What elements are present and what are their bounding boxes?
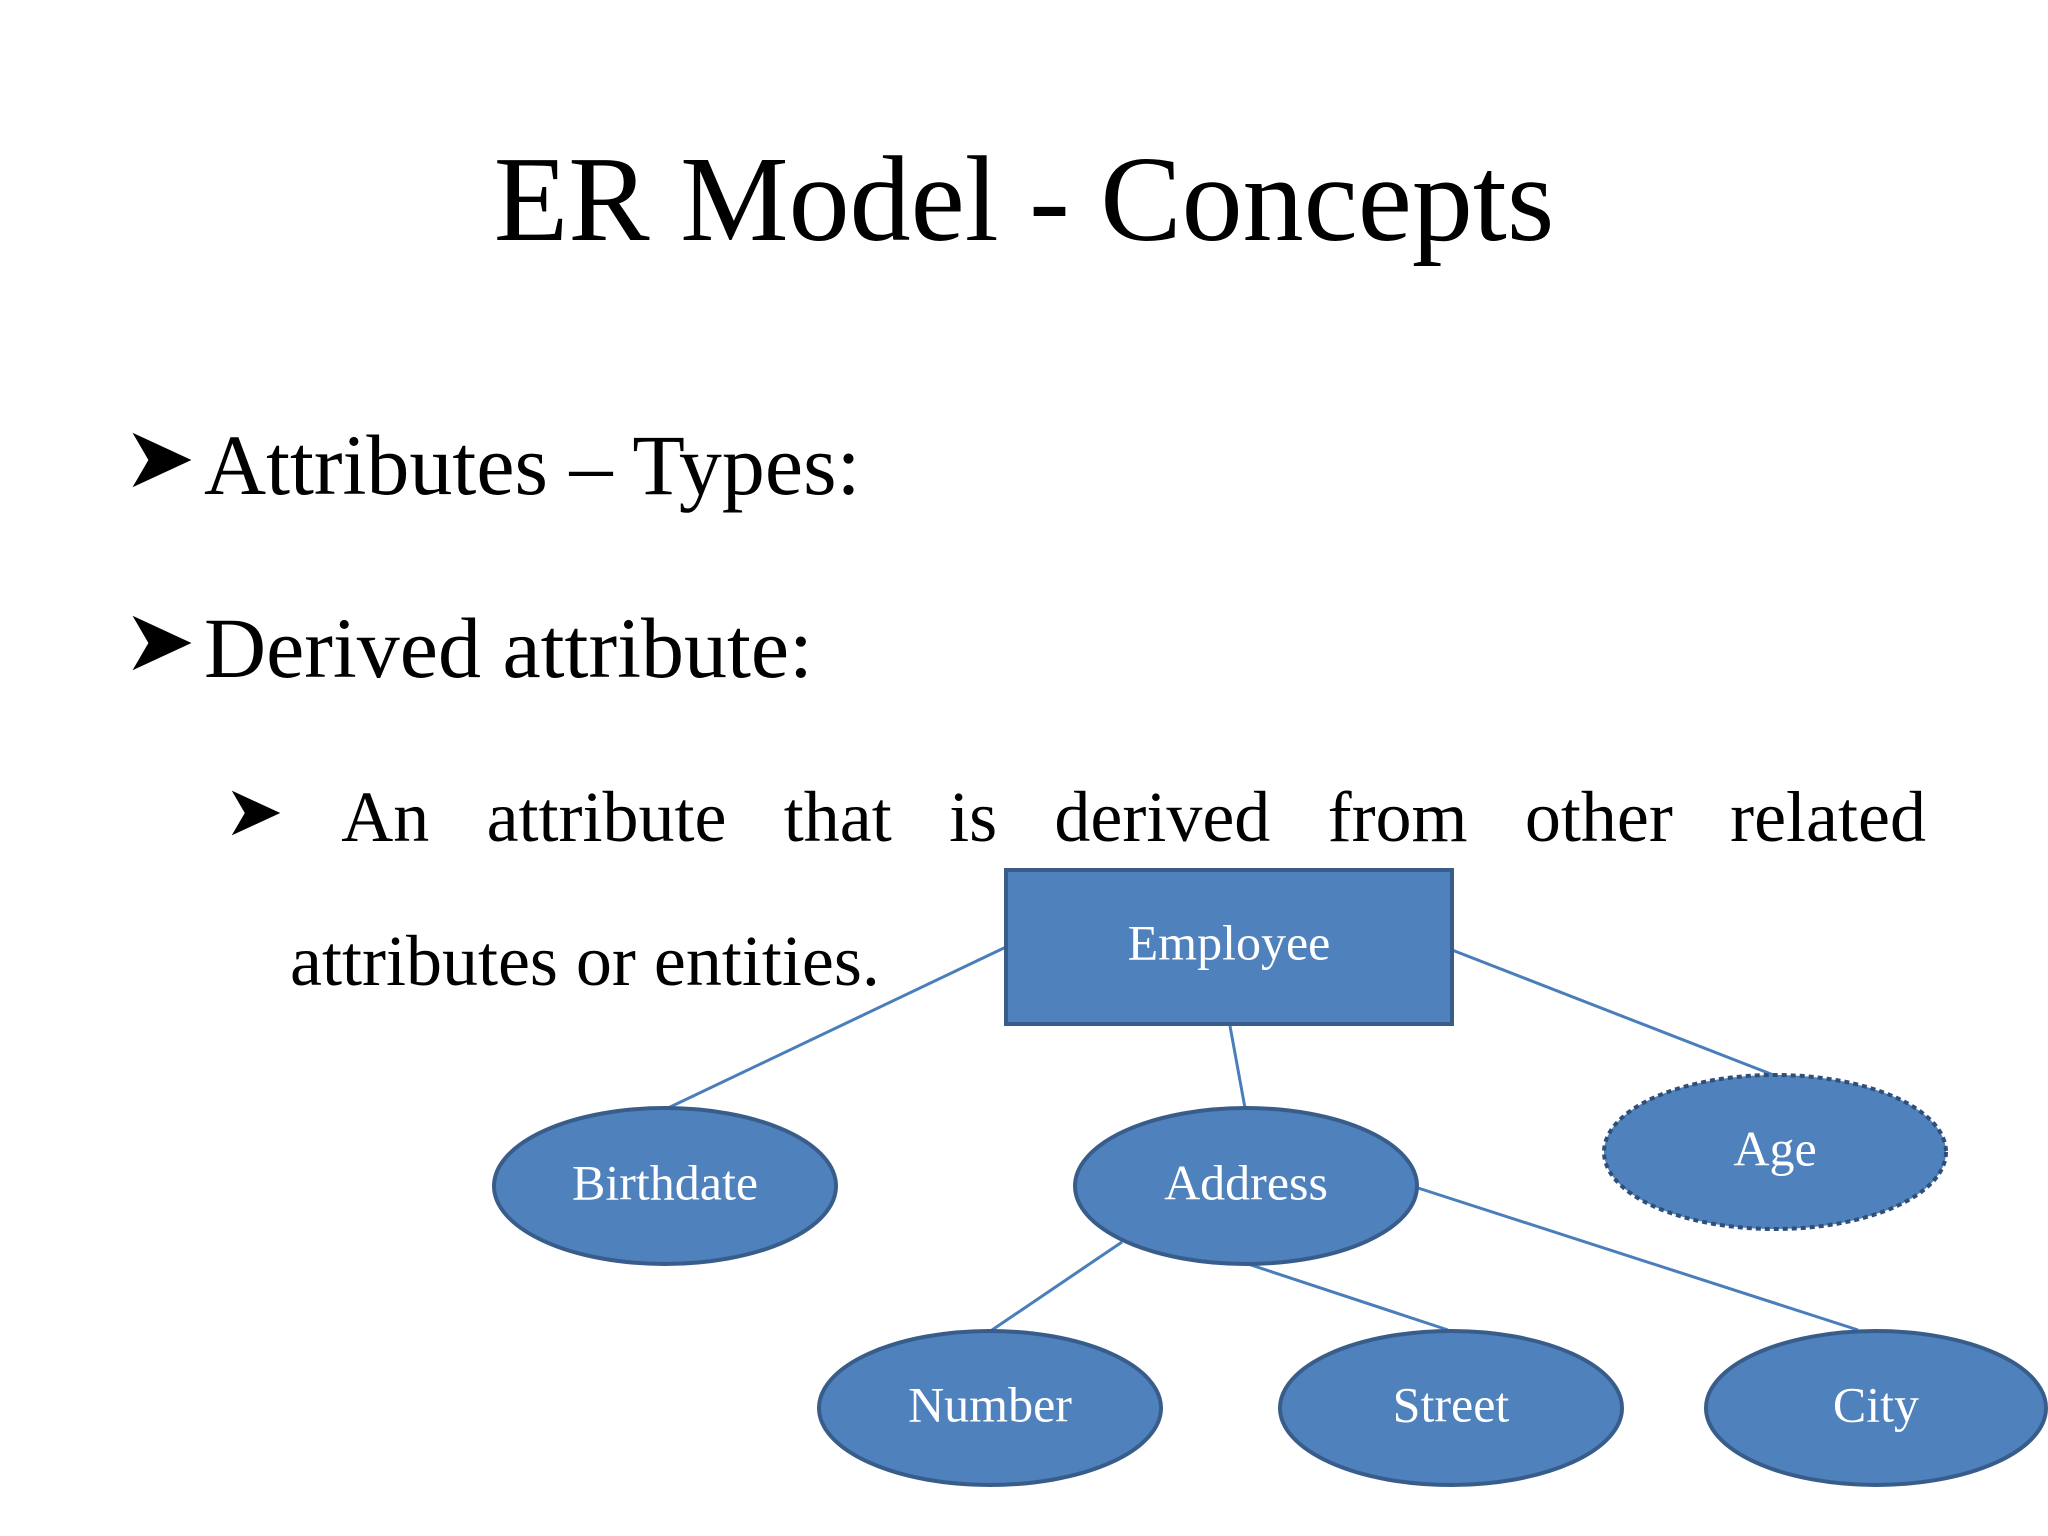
attribute-label: Address bbox=[1164, 1154, 1328, 1210]
attribute-label: Street bbox=[1393, 1376, 1510, 1432]
connector-lines bbox=[667, 945, 1859, 1332]
attribute-label: Birthdate bbox=[572, 1154, 758, 1210]
definition-word: that bbox=[783, 777, 892, 857]
connector-employee-birthdate bbox=[667, 945, 1007, 1110]
arrow-bullet-icon bbox=[228, 772, 284, 862]
attribute-label: Age bbox=[1733, 1120, 1816, 1176]
entity-box bbox=[1004, 868, 1454, 1026]
derived-attribute-age: Age bbox=[1602, 1073, 1948, 1231]
sub-bullet-definition: An attribute that is derived from other … bbox=[228, 772, 1926, 1001]
definition-word: from bbox=[1327, 777, 1468, 857]
connector-employee-age bbox=[1451, 948, 1777, 1078]
attribute-label: Number bbox=[908, 1376, 1072, 1432]
sub-bullet-line-2: attributes or entities. bbox=[290, 921, 880, 1001]
slide-title: ER Model - Concepts bbox=[493, 132, 1555, 267]
connector-address-street bbox=[1247, 1262, 1449, 1332]
attribute-oval bbox=[1073, 1106, 1419, 1266]
bullet-text: Derived attribute: bbox=[204, 600, 813, 696]
attribute-oval bbox=[1704, 1329, 2048, 1487]
sub-bullet-line-1: An attribute that is derived from other … bbox=[228, 772, 1926, 862]
attribute-oval bbox=[817, 1329, 1163, 1487]
definition-word: attribute bbox=[486, 777, 727, 857]
attribute-address: Address bbox=[1073, 1106, 1419, 1266]
entity-label: Employee bbox=[1128, 914, 1331, 970]
connector-address-city bbox=[1417, 1186, 1859, 1332]
definition-word: An bbox=[341, 777, 430, 857]
arrow-bullet-icon bbox=[128, 598, 196, 698]
attribute-street: Street bbox=[1278, 1329, 1624, 1487]
attribute-city: City bbox=[1704, 1329, 2048, 1487]
attribute-label: City bbox=[1833, 1376, 1919, 1432]
connector-address-number bbox=[991, 1240, 1123, 1332]
bullet-derived-attribute: Derived attribute: bbox=[128, 598, 813, 698]
attribute-birthdate: Birthdate bbox=[492, 1106, 838, 1266]
attribute-oval bbox=[492, 1106, 838, 1266]
definition-word: is bbox=[949, 777, 998, 857]
arrow-bullet-icon bbox=[128, 415, 196, 515]
definition-word: other bbox=[1524, 777, 1673, 857]
derived-attribute-dashed-oval bbox=[1602, 1073, 1948, 1231]
entity-employee: Employee bbox=[1004, 868, 1454, 1026]
definition-word: derived bbox=[1054, 777, 1271, 857]
bullet-attributes-types: Attributes – Types: bbox=[128, 415, 860, 515]
attribute-oval bbox=[1278, 1329, 1624, 1487]
connector-employee-address bbox=[1228, 1025, 1247, 1109]
bullet-text: Attributes – Types: bbox=[204, 417, 861, 513]
definition-word: related bbox=[1730, 777, 1926, 857]
attribute-number: Number bbox=[817, 1329, 1163, 1487]
